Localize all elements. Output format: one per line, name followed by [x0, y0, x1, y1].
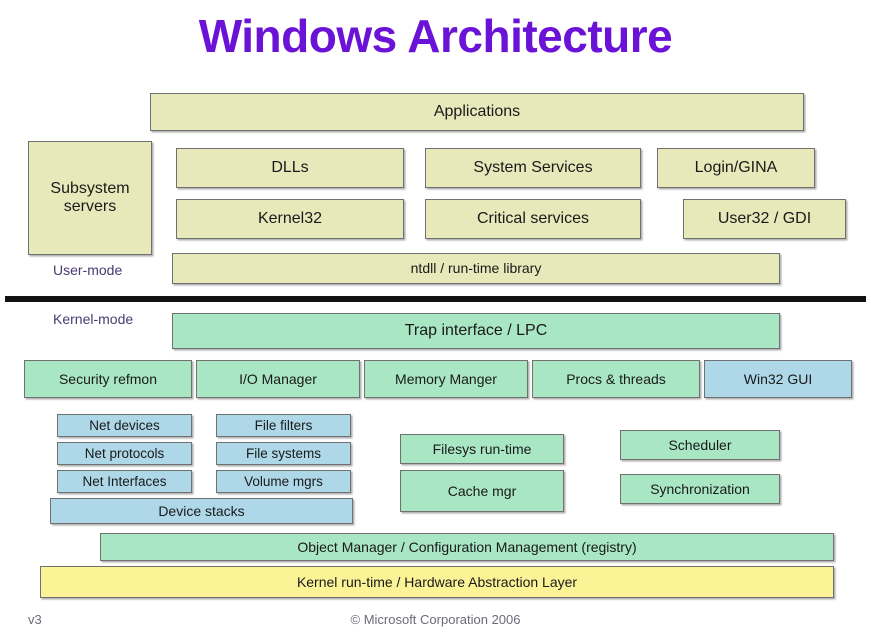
box-net-interfaces-label: Net Interfaces [82, 473, 167, 489]
user-kernel-mode-divider [5, 296, 866, 302]
box-filesys-run-time: Filesys run-time [400, 434, 564, 464]
box-applications: Applications [150, 93, 804, 131]
box-kernel32: Kernel32 [176, 199, 404, 239]
box-scheduler: Scheduler [620, 430, 780, 460]
footer-version: v3 [28, 612, 42, 627]
box-io-manager: I/O Manager [196, 360, 360, 398]
box-security-refmon-label: Security refmon [58, 370, 158, 387]
box-dlls: DLLs [176, 148, 404, 188]
box-applications-label: Applications [433, 102, 521, 120]
box-subsystem-servers-label-line1: Subsystem [50, 179, 130, 197]
box-file-systems: File systems [216, 442, 351, 465]
box-net-interfaces: Net Interfaces [57, 470, 192, 493]
box-user32-gdi-label: User32 / GDI [717, 209, 812, 227]
box-hal-label: Kernel run-time / Hardware Abstraction L… [296, 573, 578, 590]
box-critical-services-label: Critical services [476, 209, 589, 227]
box-system-services: System Services [425, 148, 641, 188]
box-ntdll: ntdll / run-time library [172, 253, 780, 284]
box-kernel32-label: Kernel32 [257, 209, 323, 227]
footer-copyright: © Microsoft Corporation 2006 [350, 612, 521, 627]
box-procs-threads: Procs & threads [532, 360, 700, 398]
box-device-stacks-label: Device stacks [158, 502, 245, 519]
box-file-systems-label: File systems [245, 445, 321, 461]
box-filesys-run-time-label: Filesys run-time [432, 440, 532, 457]
box-dlls-label: DLLs [271, 158, 309, 176]
box-file-filters: File filters [216, 414, 351, 437]
label-user-mode: User-mode [53, 262, 123, 278]
box-object-manager-label: Object Manager / Configuration Managemen… [297, 538, 637, 555]
box-synchronization: Synchronization [620, 474, 780, 504]
box-volume-mgrs-label: Volume mgrs [244, 473, 323, 489]
box-login-gina-label: Login/GINA [694, 158, 778, 176]
box-memory-manger-label: Memory Manger [395, 370, 497, 387]
box-volume-mgrs: Volume mgrs [216, 470, 351, 493]
box-scheduler-label: Scheduler [668, 436, 732, 453]
box-security-refmon: Security refmon [24, 360, 192, 398]
box-critical-services: Critical services [425, 199, 641, 239]
box-file-filters-label: File filters [254, 417, 313, 433]
box-win32-gui: Win32 GUI [704, 360, 852, 398]
box-device-stacks: Device stacks [50, 498, 353, 524]
box-object-manager: Object Manager / Configuration Managemen… [100, 533, 834, 561]
box-login-gina: Login/GINA [657, 148, 815, 188]
box-hal: Kernel run-time / Hardware Abstraction L… [40, 566, 834, 598]
page-title: Windows Architecture [198, 10, 673, 62]
box-net-devices: Net devices [57, 414, 192, 437]
box-memory-manger: Memory Manger [364, 360, 528, 398]
label-kernel-mode: Kernel-mode [53, 311, 134, 327]
box-ntdll-label: ntdll / run-time library [410, 260, 542, 277]
box-procs-threads-label: Procs & threads [566, 370, 666, 387]
box-subsystem-servers: Subsystem servers [28, 141, 152, 255]
box-cache-mgr-label: Cache mgr [447, 482, 517, 499]
box-trap-interface: Trap interface / LPC [172, 313, 780, 349]
box-win32-gui-label: Win32 GUI [743, 370, 813, 387]
box-io-manager-label: I/O Manager [239, 370, 317, 387]
box-net-protocols: Net protocols [57, 442, 192, 465]
box-synchronization-label: Synchronization [650, 480, 750, 497]
box-net-protocols-label: Net protocols [84, 445, 165, 461]
box-cache-mgr: Cache mgr [400, 470, 564, 512]
box-subsystem-servers-label-line2: servers [63, 198, 117, 215]
box-user32-gdi: User32 / GDI [683, 199, 846, 239]
box-trap-interface-label: Trap interface / LPC [404, 321, 548, 339]
box-system-services-label: System Services [473, 158, 593, 176]
box-net-devices-label: Net devices [89, 417, 160, 433]
